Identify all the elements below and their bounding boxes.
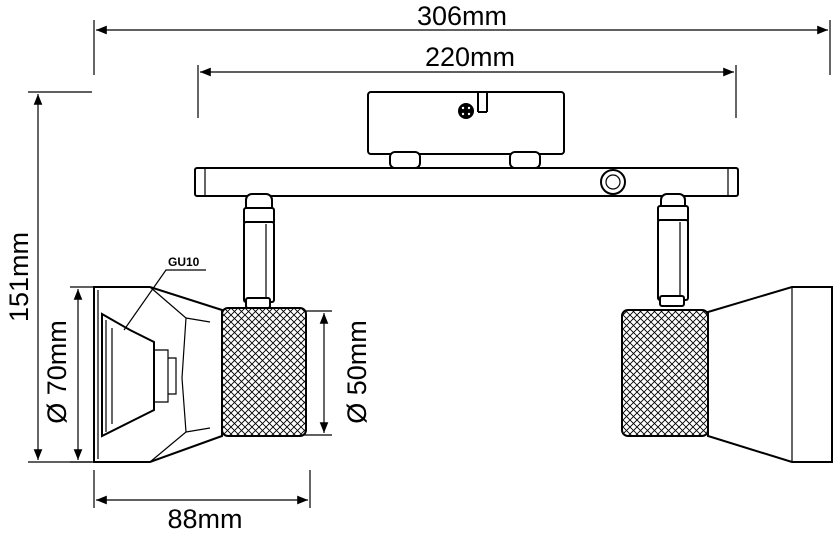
dim-overall-width: 306mm xyxy=(93,1,831,75)
ceiling-canopy xyxy=(367,91,565,169)
dim-label-head-diameter: Ø 70mm xyxy=(42,320,72,424)
dim-label-rail-width: 220mm xyxy=(425,42,515,72)
switch-knob-icon xyxy=(600,169,626,195)
dim-label-overall-width: 306mm xyxy=(417,1,507,31)
dim-head-diameter: Ø 70mm xyxy=(42,286,98,463)
dim-rail-width: 220mm xyxy=(197,42,737,118)
dim-label-height: 151mm xyxy=(4,232,34,322)
left-spot-arm xyxy=(243,193,275,309)
right-lamp-mesh xyxy=(621,309,709,437)
mounting-rail xyxy=(194,167,739,197)
dim-label-lamp-diameter: Ø 50mm xyxy=(342,320,372,424)
label-bulb-type: GU10 xyxy=(168,255,200,269)
right-spot-head xyxy=(621,286,833,463)
dim-label-head-depth: 88mm xyxy=(167,504,242,533)
left-lamp-mesh xyxy=(221,307,307,437)
right-spot-arm xyxy=(657,193,689,307)
gu10-bulb xyxy=(101,312,177,438)
dim-lamp-diameter: Ø 50mm xyxy=(304,310,372,436)
screw-icon xyxy=(458,103,474,119)
left-spot-head: GU10 xyxy=(93,255,307,463)
dim-head-depth: 88mm xyxy=(93,470,311,533)
